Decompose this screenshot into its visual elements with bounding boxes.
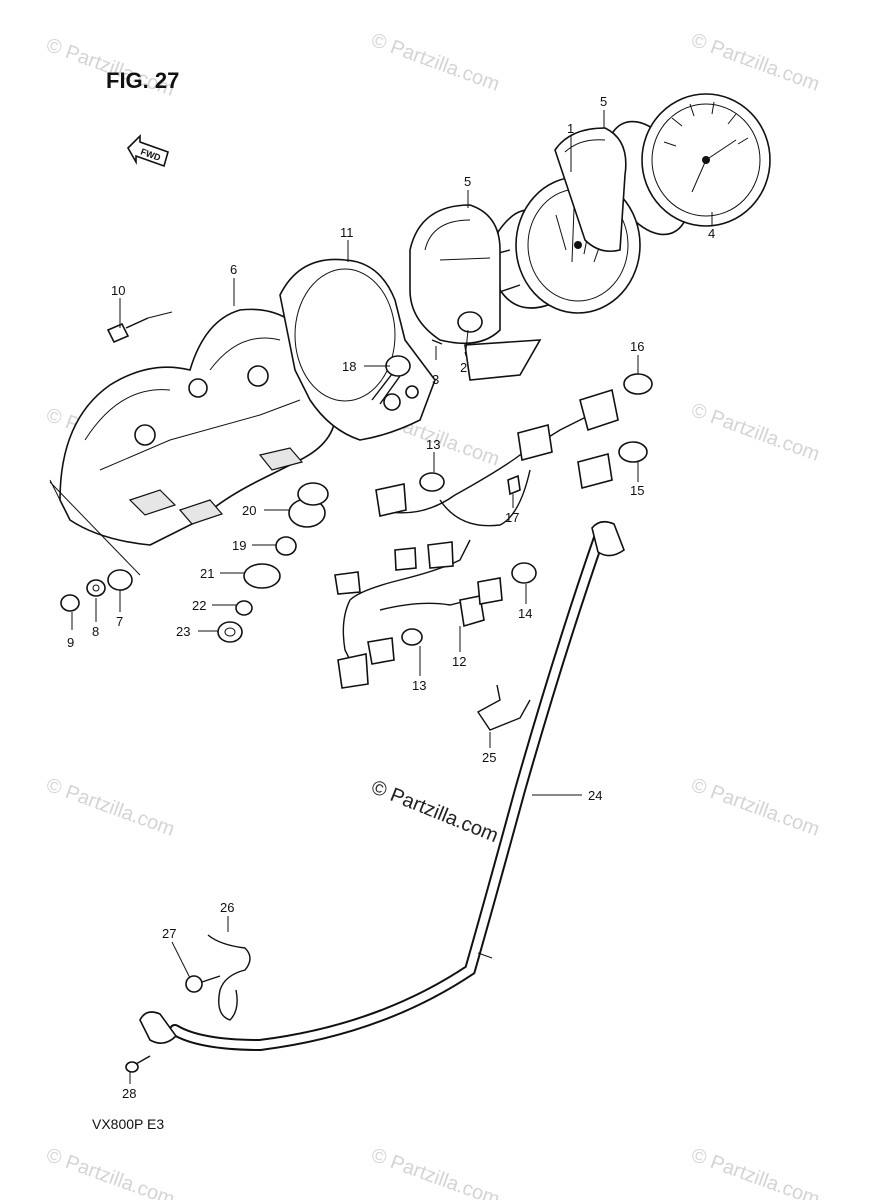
watermark: © Partzilla.com [368, 1144, 502, 1200]
callout-9: 9 [67, 635, 74, 650]
watermark: © Partzilla.com [688, 1144, 822, 1200]
main-watermark: © Partzilla.com [368, 776, 501, 847]
callout-17: 17 [505, 510, 519, 525]
callout-26: 26 [220, 900, 234, 915]
grommet-19 [275, 536, 297, 556]
washer-8 [86, 579, 106, 597]
bulb-13-upper [419, 472, 445, 492]
screw-28 [125, 1055, 151, 1073]
callout-5-top: 5 [600, 94, 607, 109]
wire-clip-17 [507, 474, 521, 496]
callout-18: 18 [342, 359, 356, 374]
nut-23 [217, 621, 243, 643]
leader-lines [49, 110, 713, 1084]
bulb-13-lower [401, 628, 423, 646]
callout-1: 1 [567, 121, 574, 136]
bolt-27 [185, 975, 221, 993]
callout-28: 28 [122, 1086, 136, 1101]
cable-clamp-25 [476, 684, 531, 731]
screw-18 [371, 355, 411, 405]
watermark: © Partzilla.com [43, 774, 177, 841]
callout-11: 11 [340, 225, 354, 240]
speedometer-cable-24 [139, 520, 625, 1052]
callout-7: 7 [116, 614, 123, 629]
nut-7 [107, 569, 133, 591]
callout-25: 25 [482, 750, 496, 765]
callout-4: 4 [708, 226, 715, 241]
callout-8: 8 [92, 624, 99, 639]
grommet-20 [288, 482, 329, 528]
watermark: © Partzilla.com [368, 29, 502, 96]
callout-27: 27 [162, 926, 176, 941]
callout-10: 10 [111, 283, 125, 298]
fwd-arrow-icon: FWD [127, 134, 169, 168]
watermark: © Partzilla.com [43, 1144, 177, 1200]
callout-2: 2 [460, 360, 467, 375]
callout-5-mid: 5 [464, 174, 471, 189]
clip-3 [431, 339, 443, 345]
callout-23: 23 [176, 624, 190, 639]
bushing-2 [457, 311, 483, 351]
callout-3: 3 [432, 372, 439, 387]
meter-housing-lower [59, 308, 337, 546]
callout-14: 14 [518, 606, 532, 621]
nut-9 [60, 594, 80, 612]
callout-20: 20 [242, 503, 256, 518]
callout-22: 22 [192, 598, 206, 613]
callout-15: 15 [630, 483, 644, 498]
meter-housing-upper [279, 258, 436, 441]
watermark: © Partzilla.com [688, 399, 822, 466]
callout-13-upper: 13 [426, 437, 440, 452]
cable-clamp-26 [207, 934, 251, 1021]
callout-16: 16 [630, 339, 644, 354]
callout-labels: 1 2 3 4 5 5 6 7 8 9 10 11 12 13 13 14 15… [67, 94, 715, 1101]
callout-6: 6 [230, 262, 237, 277]
callout-13-lower: 13 [412, 678, 426, 693]
watermark: © Partzilla.com [688, 774, 822, 841]
washer-21 [243, 563, 281, 589]
callout-21: 21 [200, 566, 214, 581]
bulb-15 [618, 441, 648, 463]
bolt-10 [106, 311, 173, 344]
gauge-case [409, 127, 627, 381]
callout-19: 19 [232, 538, 246, 553]
model-label: VX800P E3 [92, 1116, 164, 1132]
washer-22 [235, 600, 253, 616]
callout-12: 12 [452, 654, 466, 669]
bulb-14 [511, 562, 537, 584]
wiring-harness [334, 388, 619, 689]
figure-title: FIG. 27 [106, 68, 179, 93]
bulb-16 [623, 373, 653, 395]
watermark: © Partzilla.com [688, 29, 822, 96]
callout-24: 24 [588, 788, 602, 803]
